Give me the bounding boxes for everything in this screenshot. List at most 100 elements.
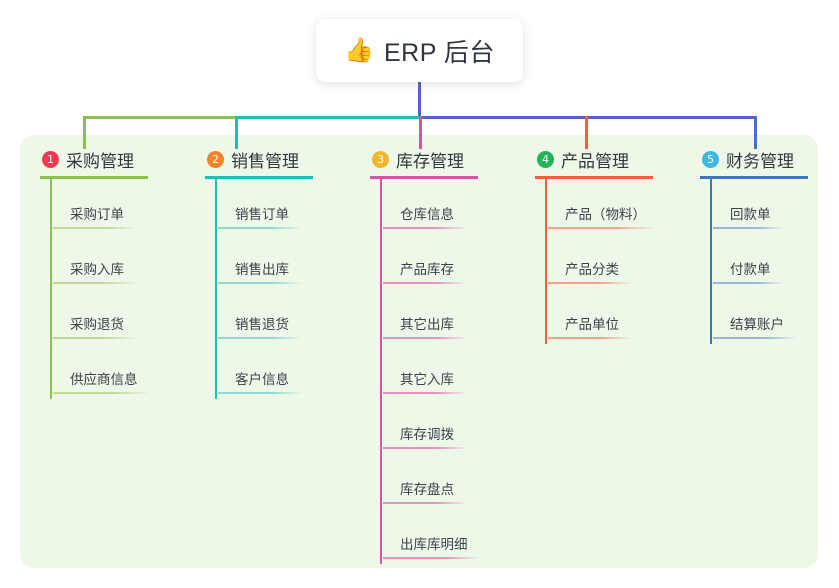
node-item[interactable]: 回款单 <box>703 179 820 234</box>
node-item-label: 付款单 <box>730 262 771 277</box>
node-item[interactable]: 产品库存 <box>373 234 520 289</box>
root-node-erp-backend[interactable]: 👍 ERP 后台 <box>316 19 523 82</box>
node-item[interactable]: 销售出库 <box>208 234 355 289</box>
node-item-label: 库存调拨 <box>400 427 454 442</box>
node-item-rule <box>383 557 481 559</box>
node-item[interactable]: 结算账户 <box>703 289 820 344</box>
column-header-rule <box>40 176 148 179</box>
column-badge-icon: 1 <box>42 150 59 168</box>
column-title: 财务管理 <box>726 151 794 171</box>
node-item[interactable]: 客户信息 <box>208 344 355 399</box>
node-item-label: 其它出库 <box>400 317 454 332</box>
node-item-label: 其它入库 <box>400 372 454 387</box>
column-4: 4 产品管理产品（物料） 产品分类产品单位 <box>535 147 695 344</box>
node-item-rule <box>53 337 138 339</box>
node-item-rule <box>383 337 468 339</box>
node-item-rule <box>383 227 468 229</box>
column-body: 产品（物料） 产品分类产品单位 <box>535 179 695 344</box>
node-item-rule <box>218 392 303 394</box>
column-header-4[interactable]: 4 产品管理 <box>535 147 695 171</box>
node-item-rule <box>218 337 303 339</box>
column-body: 销售订单销售出库销售退货客户信息 <box>205 179 355 399</box>
node-item-rule <box>218 282 303 284</box>
connector-drop-column-4 <box>585 116 588 149</box>
node-item-label: 采购订单 <box>70 207 124 222</box>
column-body: 回款单付款单结算账户 <box>700 179 820 344</box>
node-item[interactable]: 库存盘点 <box>373 454 520 509</box>
node-item[interactable]: 销售订单 <box>208 179 355 234</box>
node-item-rule <box>383 282 468 284</box>
column-header-rule <box>370 176 478 179</box>
node-item-rule <box>383 447 468 449</box>
connector-drop-column-1 <box>83 116 86 149</box>
node-item[interactable]: 其它出库 <box>373 289 520 344</box>
node-item[interactable]: 出库库明细 <box>373 509 520 564</box>
node-item[interactable]: 产品（物料） <box>538 179 695 234</box>
connector-bus-segment-2 <box>235 116 419 119</box>
node-item[interactable]: 产品单位 <box>538 289 695 344</box>
column-spine <box>215 179 217 399</box>
node-item-rule <box>548 227 658 229</box>
connector-root-stem <box>418 82 421 118</box>
connector-drop-column-2 <box>235 116 238 149</box>
column-header-rule <box>535 176 653 179</box>
column-spine <box>50 179 52 399</box>
node-item-label: 供应商信息 <box>70 372 138 387</box>
column-5: 5 财务管理回款单付款单结算账户 <box>700 147 820 344</box>
column-body: 采购订单采购入库采购退货供应商信息 <box>40 179 190 399</box>
column-title: 产品管理 <box>561 151 629 171</box>
column-header-2[interactable]: 2 销售管理 <box>205 147 355 171</box>
node-item-label: 销售出库 <box>235 262 289 277</box>
node-item-label: 产品单位 <box>565 317 619 332</box>
column-title: 采购管理 <box>66 151 134 171</box>
node-item[interactable]: 产品分类 <box>538 234 695 289</box>
column-1: 1 采购管理采购订单采购入库采购退货供应商信息 <box>40 147 190 399</box>
column-title: 销售管理 <box>231 151 299 171</box>
node-item-rule <box>548 337 633 339</box>
column-header-rule <box>700 176 808 179</box>
node-item-rule <box>383 392 468 394</box>
node-item-rule <box>383 502 468 504</box>
connector-bus-segment-3 <box>419 116 757 119</box>
node-item-rule <box>548 282 633 284</box>
column-badge-icon: 4 <box>537 150 554 168</box>
thumbs-up-icon: 👍 <box>344 36 374 64</box>
column-badge-icon: 5 <box>702 150 719 168</box>
node-item[interactable]: 供应商信息 <box>43 344 190 399</box>
node-item-rule <box>53 227 138 229</box>
node-item-label: 销售退货 <box>235 317 289 332</box>
node-item[interactable]: 采购入库 <box>43 234 190 289</box>
connector-bus-segment-1 <box>83 116 235 119</box>
node-item[interactable]: 采购退货 <box>43 289 190 344</box>
node-item-label: 采购入库 <box>70 262 124 277</box>
node-item-rule <box>713 227 785 229</box>
node-item[interactable]: 付款单 <box>703 234 820 289</box>
diagram-background-panel <box>20 135 818 568</box>
node-item[interactable]: 销售退货 <box>208 289 355 344</box>
node-item[interactable]: 采购订单 <box>43 179 190 234</box>
column-header-rule <box>205 176 313 179</box>
column-header-5[interactable]: 5 财务管理 <box>700 147 820 171</box>
node-item[interactable]: 库存调拨 <box>373 399 520 454</box>
node-item-label: 客户信息 <box>235 372 289 387</box>
column-body: 仓库信息产品库存其它出库其它入库库存调拨库存盘点出库库明细 <box>370 179 520 564</box>
node-item-rule <box>218 227 303 229</box>
column-badge-icon: 3 <box>372 150 389 168</box>
column-2: 2 销售管理销售订单销售出库销售退货客户信息 <box>205 147 355 399</box>
node-item[interactable]: 其它入库 <box>373 344 520 399</box>
node-item-rule <box>713 282 785 284</box>
node-item-label: 出库库明细 <box>400 537 468 552</box>
node-item-rule <box>53 282 138 284</box>
connector-drop-column-3 <box>419 116 422 149</box>
column-spine <box>710 179 712 344</box>
column-header-1[interactable]: 1 采购管理 <box>40 147 190 171</box>
root-node-content: 👍 ERP 后台 <box>344 33 495 69</box>
column-badge-icon: 2 <box>207 150 224 168</box>
node-item-rule <box>713 337 798 339</box>
node-item-label: 产品（物料） <box>565 207 646 222</box>
connector-drop-column-5 <box>754 116 757 149</box>
node-item-label: 产品库存 <box>400 262 454 277</box>
node-item[interactable]: 仓库信息 <box>373 179 520 234</box>
